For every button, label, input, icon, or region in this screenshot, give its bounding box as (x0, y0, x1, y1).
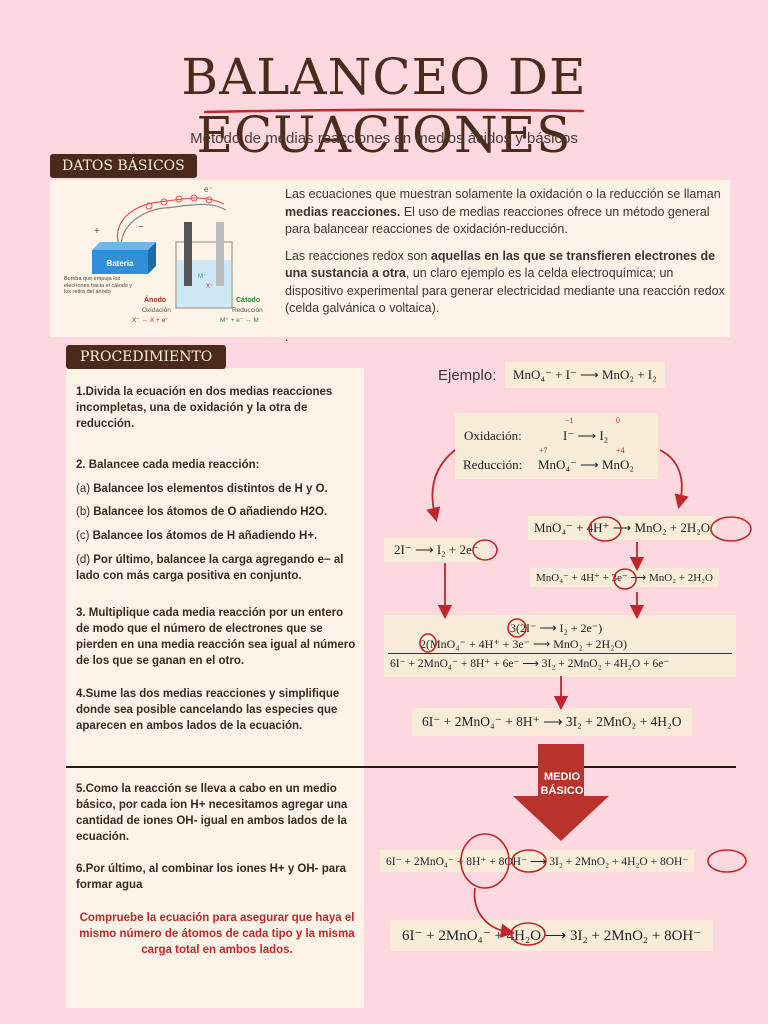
cathode-sub: Reducción (232, 307, 263, 314)
intro-p2-bold: aquellas en las que se transfieren elect… (285, 248, 716, 281)
plus-sign: + (94, 226, 100, 237)
sum-line-3: 6I⁻ + 2MnO₄⁻ + 8H⁺ + 6e⁻ ⟶ 3I₂ + 2MnO₂ +… (390, 658, 670, 670)
oxidation-states-box: Oxidación: I⁻ ⟶ I₂ −1 0 Reducción: MnO₄⁻… (455, 413, 658, 479)
ox-label: Oxidación: (464, 428, 522, 443)
intro-p2-a: Las reacciones redox son (285, 248, 431, 263)
sum-line-1: 3(2I⁻ ⟶ I₂ + 2e⁻) (510, 621, 603, 635)
title-underline (203, 108, 585, 114)
step-4: 4.Sume las dos medias reacciones y simpl… (76, 688, 340, 732)
step-2b-text: Balancee los átomos de O añadiendo H2O. (93, 506, 328, 518)
step-2d-prefix: (d) (76, 554, 94, 566)
page-subtitle: Método de medias reacciones en medios ác… (190, 130, 578, 147)
red-num-right: +4 (616, 446, 625, 455)
red-eq: MnO₄⁻ ⟶ MnO₂ (538, 457, 634, 472)
anode-eq: X⁻ → X + e⁻ (132, 317, 169, 324)
step-2a-text: Balancee los elementos distintos de H y … (93, 483, 328, 495)
anode-sub: Oxidación (142, 307, 171, 314)
half-red-1: MnO₄⁻ + 4H⁺ ⟶ MnO₂ + 2H₂O (528, 516, 717, 540)
intro-paragraph-2: Las reacciones redox son aquellas en las… (285, 248, 725, 318)
pump-note: Bomba que empuja los electrones hacia el… (64, 276, 133, 295)
battery-label: Batería (106, 259, 134, 268)
electrochemical-cell-diagram: Batería + − e⁻ M⁺ X⁻ Bomba que empuja lo… (64, 185, 263, 324)
intro-dot: . (285, 330, 289, 344)
sum-box: 3(2I⁻ ⟶ I₂ + 2e⁻) 2(MnO₄⁻ + 4H⁺ + 3e⁻ ⟶ … (384, 615, 736, 677)
section-divider (66, 766, 736, 768)
datos-card (50, 180, 730, 337)
red-num-left: +7 (539, 446, 548, 455)
intro-p1-b: El uso de medias reacciones ofrece un mé… (285, 204, 710, 237)
example-equation: MnO₄⁻ + I⁻ ⟶ MnO₂ + I₂ (505, 362, 665, 388)
step-1: 1.Divida la ecuación en dos medias reacc… (76, 386, 333, 430)
step-2d: (d) Por último, balancee la carga agrega… (76, 552, 358, 584)
ion-m: M⁺ (198, 273, 206, 280)
anode-label: Ánodo (144, 295, 166, 304)
page-title: BALANCEO DE ECUACIONES (181, 48, 587, 164)
medio-basico-label: MEDIO BÁSICO (540, 771, 584, 797)
step-2c: (c) Balancee los átomos de H añadiendo H… (76, 528, 358, 544)
step-2a-prefix: (a) (76, 483, 94, 495)
check-note: Compruebe la ecuación para asegurar que … (79, 912, 355, 956)
step-5: 5.Como la reacción se lleva a cabo en un… (76, 783, 348, 843)
minus-sign: − (138, 222, 144, 233)
sum-line-2: 2(MnO₄⁻ + 4H⁺ + 3e⁻ ⟶ MnO₂ + 2H₂O) (420, 637, 628, 651)
medio-basico-arrow (513, 744, 609, 841)
step-2c-text: Balancee los átomos de H añadiendo H+. (92, 530, 318, 542)
ox-num-left: −1 (565, 416, 574, 425)
ion-x: X⁻ (206, 284, 213, 290)
electron-label: e⁻ (204, 185, 213, 194)
basic-equation-1: 6I⁻ + 2MnO₄⁻ + 8H⁺ + 8OH⁻ ⟶ 3I₂ + 2MnO₂ … (380, 850, 695, 872)
step-2d-text: Por último, balancee la carga agregando … (76, 554, 344, 582)
step-3: 3. Multiplique cada media reacción por u… (76, 607, 356, 667)
half-red-2: MnO₄⁻ + 4H⁺ + 3e⁻ ⟶ MnO₂ + 2H₂O (530, 568, 719, 587)
intro-paragraph-1: Las ecuaciones que muestran solamente la… (285, 186, 725, 239)
example-label: Ejemplo: (438, 367, 497, 384)
intro-text: Las ecuaciones que muestran solamente la… (285, 186, 725, 327)
step-2: 2. Balancee cada media reacción: (76, 459, 260, 471)
step-2b: (b) Balancee los átomos de O añadiendo H… (76, 504, 358, 520)
datos-tag: DATOS BÁSICOS (50, 154, 197, 178)
half-ox: 2I⁻ ⟶ I₂ + 2e⁻ (384, 538, 489, 562)
cathode-eq: M⁺ + e⁻ → M (220, 317, 259, 324)
net-acid-equation: 6I⁻ + 2MnO₄⁻ + 8H⁺ ⟶ 3I₂ + 2MnO₂ + 4H₂O (412, 708, 692, 736)
ox-num-right: 0 (616, 416, 620, 425)
step-2a: (a) Balancee los elementos distintos de … (76, 481, 358, 497)
procedure-card (66, 368, 364, 1008)
step-2c-prefix: (c) (76, 530, 93, 542)
procedure-tag: PROCEDIMIENTO (66, 345, 227, 369)
intro-p2-b: , un claro ejemplo es la celda electroqu… (285, 266, 725, 315)
step-6: 6.Por último, al combinar los iones H+ y… (76, 863, 346, 891)
ox-eq: I⁻ ⟶ I₂ (563, 428, 609, 443)
intro-p1-bold: medias reacciones. (285, 204, 401, 219)
basic-final-equation: 6I⁻ + 2MnO₄⁻ + 4H₂O ⟶ 3I₂ + 2MnO₂ + 8OH⁻ (390, 920, 714, 951)
annotation-overlay (419, 449, 752, 946)
intro-p1-a: Las ecuaciones que muestran solamente la… (285, 187, 721, 201)
red-label: Reducción: (463, 457, 523, 472)
sum-rule (388, 653, 732, 654)
cathode-label: Cátodo (236, 297, 260, 304)
step-2b-prefix: (b) (76, 506, 94, 518)
